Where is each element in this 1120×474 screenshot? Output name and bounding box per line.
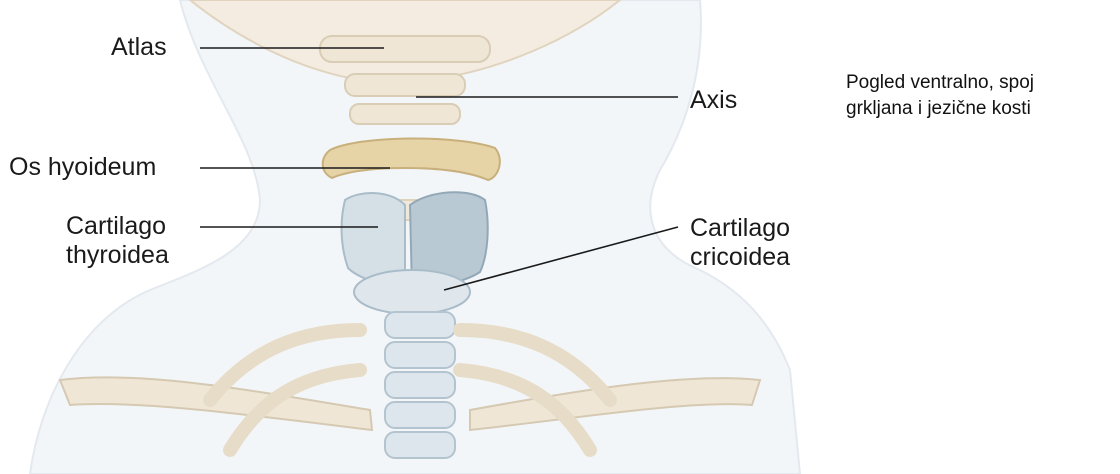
label-cartilago-cricoidea: Cartilago cricoidea — [690, 214, 790, 272]
label-cartilago-thyroidea-line2: thyroidea — [66, 241, 169, 270]
caption-line2: grkljana i jezične kosti — [846, 96, 1034, 122]
atlas-vertebra — [320, 36, 490, 62]
vertebra-c3 — [350, 104, 460, 124]
label-os-hyoideum: Os hyoideum — [9, 153, 156, 182]
label-cartilago-thyroidea-line1: Cartilago — [66, 212, 169, 241]
caption-line1: Pogled ventralno, spoj — [846, 70, 1034, 96]
trachea — [385, 312, 455, 458]
label-cartilago-thyroidea: Cartilago thyroidea — [66, 212, 169, 270]
label-cartilago-cricoidea-line2: cricoidea — [690, 243, 790, 272]
axis-vertebra — [345, 74, 465, 96]
label-axis: Axis — [690, 86, 737, 115]
figure-caption: Pogled ventralno, spoj grkljana i jezičn… — [846, 70, 1034, 122]
cricoid-cartilage — [354, 270, 470, 314]
label-cartilago-cricoidea-line1: Cartilago — [690, 214, 790, 243]
label-atlas: Atlas — [111, 33, 167, 62]
